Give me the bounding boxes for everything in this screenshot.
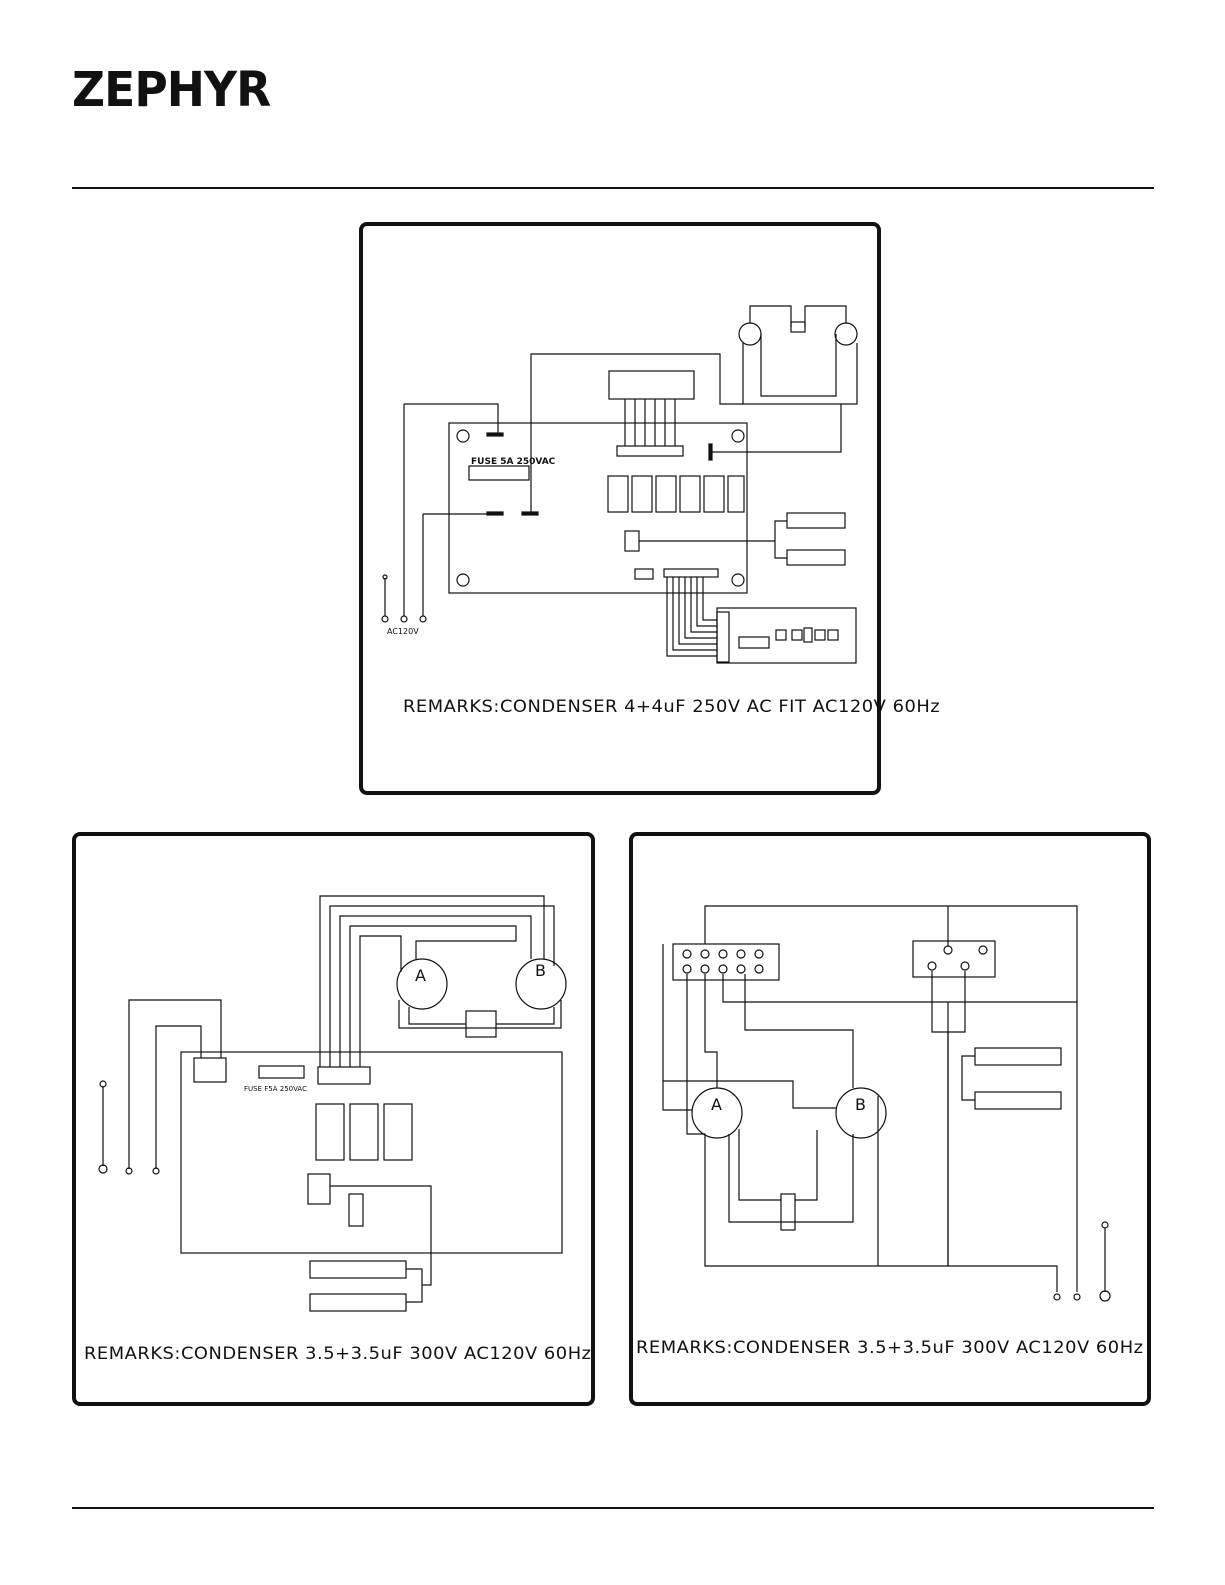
terminal	[487, 512, 503, 515]
fuse	[259, 1066, 304, 1078]
ground-terminal	[383, 575, 387, 579]
mounting-hole	[457, 430, 469, 442]
wiring-diagram-right: A B REMARKS:CONDENSER 3.5+3.5uF 300V AC1…	[629, 832, 1151, 1406]
remarks-text: REMARKS:CONDENSER 3.5+3.5uF 300V AC120V …	[636, 1338, 1144, 1358]
board-header	[617, 446, 683, 456]
switch-contacts	[683, 950, 763, 973]
light-connector	[308, 1174, 330, 1204]
relay	[632, 476, 652, 512]
footer-divider	[72, 1507, 1154, 1509]
lamp	[975, 1092, 1061, 1109]
power-connector	[194, 1058, 226, 1082]
button	[804, 628, 812, 642]
lamp	[787, 550, 845, 565]
motor-a-label: A	[711, 1095, 722, 1114]
ground-symbol	[99, 1165, 107, 1173]
switch-header	[717, 612, 729, 662]
capacitor	[781, 1194, 795, 1230]
motor-b-label: B	[855, 1095, 866, 1114]
lamp	[310, 1294, 406, 1311]
relay	[680, 476, 700, 512]
motor-a-label: A	[415, 966, 426, 985]
ac-label: AC120V	[387, 627, 419, 636]
button	[815, 630, 825, 640]
capacitor	[791, 322, 805, 332]
ac-terminal	[1074, 1294, 1080, 1300]
relay	[384, 1104, 412, 1160]
button	[828, 630, 838, 640]
motor-a	[739, 323, 761, 345]
zephyr-logo: ZEPHYR	[72, 62, 270, 118]
ground-terminal	[1102, 1222, 1108, 1228]
terminal	[522, 512, 538, 515]
aux-connector	[635, 569, 653, 579]
wiring-diagram-right-drawing: A B	[633, 836, 1147, 1402]
mounting-hole	[732, 574, 744, 586]
lamp	[975, 1048, 1061, 1065]
motor-harness	[320, 896, 554, 1067]
relay	[656, 476, 676, 512]
motor-connector	[318, 1067, 370, 1084]
fuse	[469, 466, 529, 480]
ac-terminal	[1054, 1294, 1060, 1300]
remarks-text: REMARKS:CONDENSER 4+4uF 250V AC FIT AC12…	[403, 697, 940, 717]
ac-terminal	[401, 616, 407, 622]
button	[792, 630, 802, 640]
wiring-diagram-left: FUSE F5A 250VAC A B	[72, 832, 595, 1406]
ground-symbol	[1100, 1291, 1110, 1301]
mounting-hole	[732, 430, 744, 442]
motor-b-label: B	[535, 961, 546, 980]
switch-connector	[349, 1194, 363, 1226]
header-divider	[72, 187, 1154, 189]
fuse-label: FUSE 5A 250VAC	[471, 457, 556, 467]
relay	[704, 476, 724, 512]
lamp	[787, 513, 845, 528]
relay-bank	[608, 476, 744, 512]
control-board	[449, 423, 747, 593]
light-connector	[625, 531, 639, 551]
relay	[728, 476, 744, 512]
mounting-hole	[457, 574, 469, 586]
ac-terminal	[420, 616, 426, 622]
button	[776, 630, 786, 640]
wiring-diagram-left-drawing: FUSE F5A 250VAC A B	[76, 836, 591, 1402]
terminal	[487, 433, 503, 436]
terminal	[709, 444, 712, 460]
fuse-label: FUSE F5A 250VAC	[244, 1085, 307, 1093]
control-board	[181, 1052, 562, 1253]
motor-b	[835, 323, 857, 345]
switch-harness	[667, 577, 717, 656]
display	[739, 637, 769, 648]
switch-block	[673, 944, 779, 980]
ac-terminal	[382, 616, 388, 622]
remarks-text: REMARKS:CONDENSER 3.5+3.5uF 300V AC120V …	[84, 1344, 592, 1364]
capacitor	[466, 1011, 496, 1037]
relay	[350, 1104, 378, 1160]
motor-connector-plug	[609, 371, 694, 399]
lamp	[310, 1261, 406, 1278]
switch-header	[664, 569, 718, 577]
relay	[608, 476, 628, 512]
wiring-diagram-top: FUSE 5A 250VAC	[359, 222, 881, 795]
relay	[316, 1104, 344, 1160]
